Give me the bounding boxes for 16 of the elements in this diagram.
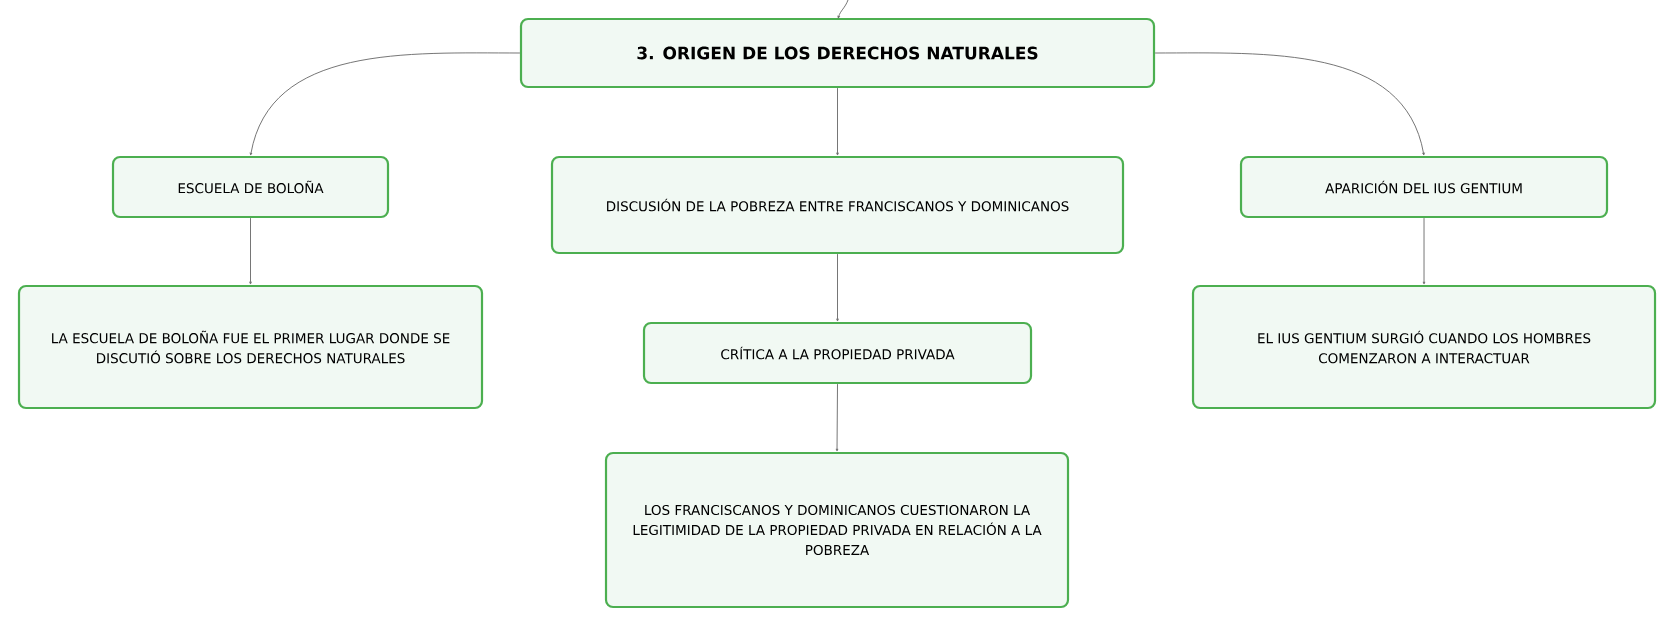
topic-box: LOS FRANCISCANOS Y DOMINICANOS CUESTIONARON LA LEGITIMIDAD DE LA PROPIEDAD PRIVADA EN RELACIÓN A LA POBREZA: [604, 451, 1070, 609]
topic-box: APARICIÓN DEL IUS GENTIUM: [1239, 155, 1609, 219]
topic-box: LA ESCUELA DE BOLOÑA FUE EL PRIMER LUGAR DONDE SE DISCUTIÓ SOBRE LOS DERECHOS NATURALES: [17, 284, 484, 410]
title-box: 3. ORIGEN DE LOS DERECHOS NATURALES: [519, 17, 1156, 89]
topic-box: EL IUS GENTIUM SURGIÓ CUANDO LOS HOMBRES COMENZARON A INTERACTUAR: [1191, 284, 1657, 410]
topic-box: CRÍTICA A LA PROPIEDAD PRIVADA: [642, 321, 1033, 385]
topic-box: ESCUELA DE BOLOÑA: [111, 155, 390, 219]
arrow: [249, 217, 252, 285]
arrow: [836, 87, 839, 156]
arrow: [249, 52, 521, 156]
arrow: [837, 0, 849, 19]
arrow: [835, 383, 839, 452]
arrow: [1422, 217, 1426, 285]
arrow: [1154, 52, 1425, 156]
arrow: [836, 253, 839, 322]
topic-box: DISCUSIÓN DE LA POBREZA ENTRE FRANCISCANOS Y DOMINICANOS: [550, 155, 1125, 255]
